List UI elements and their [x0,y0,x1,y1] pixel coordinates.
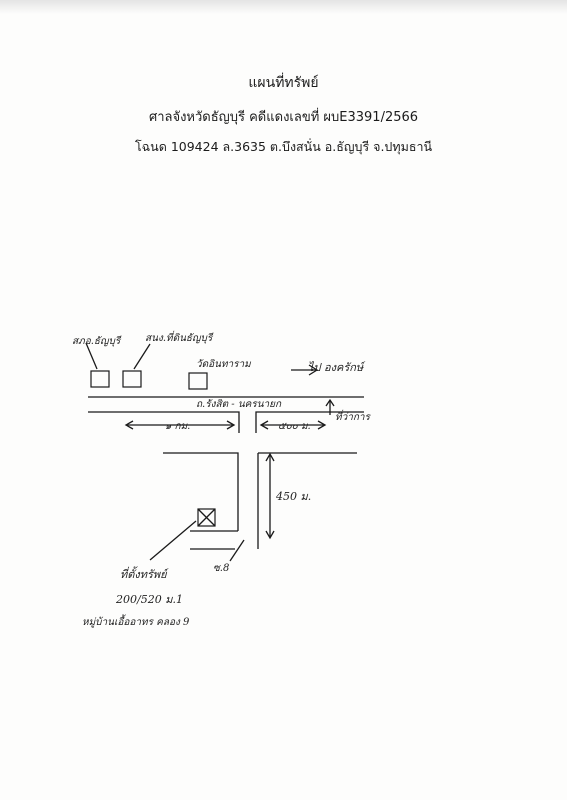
police-station-box [90,370,110,388]
scan-edge-shadow [0,0,567,14]
hall-pointer-head [325,398,335,407]
direction-arrow-head [308,364,319,376]
property-cross-2 [197,508,216,527]
soi-left-edge [163,452,239,531]
label-dist-left: ๑ กม. [165,421,190,432]
title-deed-line: โฉนด 109424 ล.3635 ต.บึงสนั่น อ.ธัญบุรี … [134,139,433,154]
land-office-leader-line [133,343,151,370]
dist-left-arrow-l [124,420,134,430]
dist-left-arrow-r [226,420,236,430]
label-dist-vertical: 450 ม. [275,490,311,503]
label-property: ที่ตั้งทรัพย์ [120,566,170,581]
label-police: สภอ.ธัญบุรี [72,335,122,347]
label-temple: วัดอินทาราม [196,358,252,370]
court-case-line: ศาลจังหวัดธัญบุรี คดีแดงเลขที่ ผบE3391/2… [148,110,419,125]
label-hall: ที่ว่าการ [335,409,371,423]
label-direction: ไป องครักษ์ [308,361,366,374]
label-land-office: สนง.ที่ดินธัญบุรี [145,330,214,344]
dist-right-arrow-r [317,420,327,430]
property-box [197,508,216,527]
soi-leader-line [229,539,245,562]
dist-vertical-arrow-top [265,452,275,462]
dist-right-arrow-l [259,420,269,430]
land-office-box [122,370,142,388]
label-soi: ซ.8 [213,563,229,574]
document-title: แผนที่ทรัพย์ [248,75,319,91]
main-road-bottom-right [255,411,364,433]
label-village: หมู่บ้านเอื้ออาทร คลอง 9 [82,614,190,628]
dist-vertical-arrow-bottom [265,530,275,540]
main-road-bottom-left [88,411,240,433]
temple-box [188,372,208,390]
property-leader-line [149,520,197,561]
label-dist-right: ๕๐๐ ม. [278,421,311,432]
police-leader-line [85,342,98,370]
label-road: ถ.รังสิต - นครนายก [196,398,282,410]
label-address: 200/520 ม.1 [115,593,183,606]
